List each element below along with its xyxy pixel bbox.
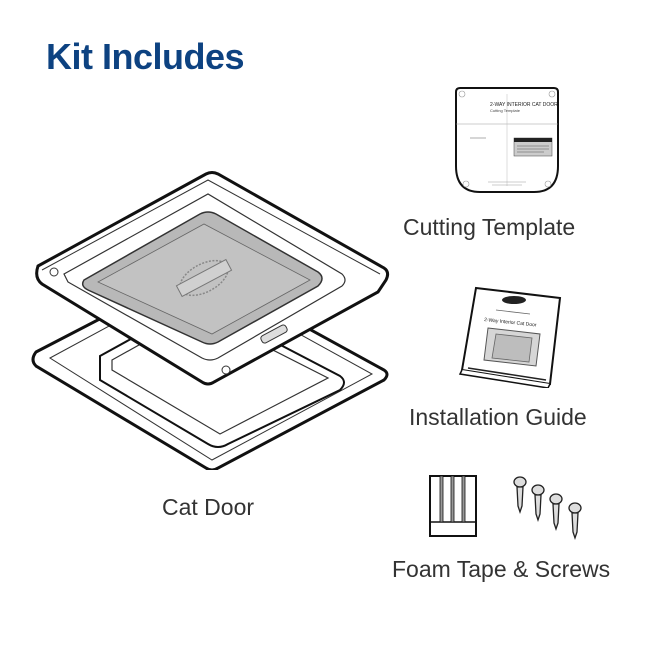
svg-text:2-WAY INTERIOR CAT DOOR: 2-WAY INTERIOR CAT DOOR — [490, 102, 558, 108]
page-title: Kit Includes — [46, 36, 245, 77]
svg-text:Cutting Template: Cutting Template — [490, 108, 521, 113]
cat-door-illustration — [28, 170, 392, 470]
installation-guide-label: Installation Guide — [409, 404, 587, 430]
cutting-template-illustration: 2-WAY INTERIOR CAT DOOR Cutting Template — [454, 86, 560, 196]
installation-guide-illustration: 2-Way Interior Cat Door — [456, 284, 566, 388]
foam-tape-icon — [428, 474, 478, 538]
cat-door-label: Cat Door — [162, 494, 255, 520]
foam-tape-screws-label: Foam Tape & Screws — [392, 556, 611, 582]
cutting-template-label: Cutting Template — [403, 214, 576, 240]
svg-text:2-Way Interior Cat Door: 2-Way Interior Cat Door — [484, 317, 537, 329]
screws-icon — [510, 476, 586, 544]
